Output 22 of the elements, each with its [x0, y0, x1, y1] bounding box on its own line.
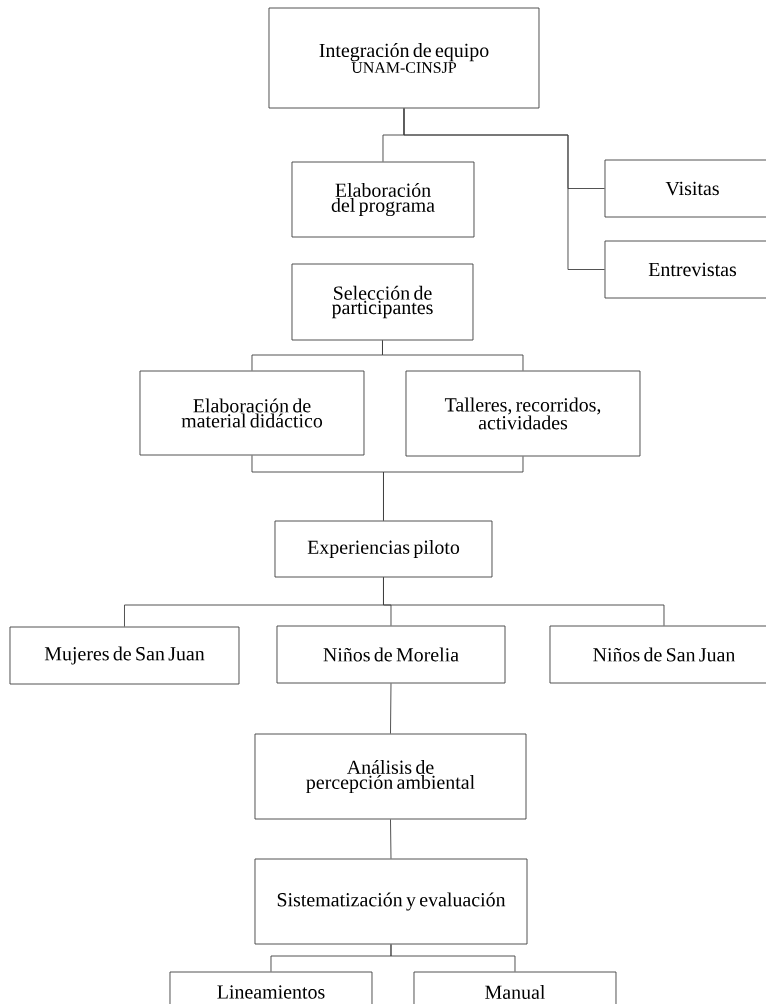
- connector-line: [383, 456, 524, 521]
- process-box: Manual: [413, 971, 617, 1004]
- process-box: Visitas: [604, 159, 766, 218]
- process-box: Análisis de percepción ambiental: [254, 733, 527, 820]
- process-box: Integración de equipo UNAM-CINSJP: [268, 7, 540, 109]
- process-box: Mujeres de San Juan: [9, 626, 240, 685]
- process-box: Talleres, recorridos, actividades: [405, 370, 641, 457]
- connector-line: [383, 577, 665, 626]
- process-box: Elaboración de material didáctico: [139, 370, 365, 456]
- connector-line: [390, 683, 392, 734]
- connector-line: [390, 944, 516, 972]
- connector-line: [403, 108, 605, 270]
- process-box: Niños de San Juan: [549, 625, 766, 684]
- process-box: Selección de participantes: [291, 263, 474, 341]
- process-box: Elaboración del programa: [291, 161, 475, 238]
- connector-line: [382, 340, 524, 371]
- process-box: Sistematización y evaluación: [254, 858, 528, 945]
- process-box: Lineamientos: [169, 971, 373, 1004]
- process-box: Experiencias piloto: [274, 520, 493, 578]
- process-box: Niños de Morelia: [276, 625, 506, 684]
- process-box: Entrevistas: [604, 240, 766, 299]
- connector-line: [390, 819, 392, 859]
